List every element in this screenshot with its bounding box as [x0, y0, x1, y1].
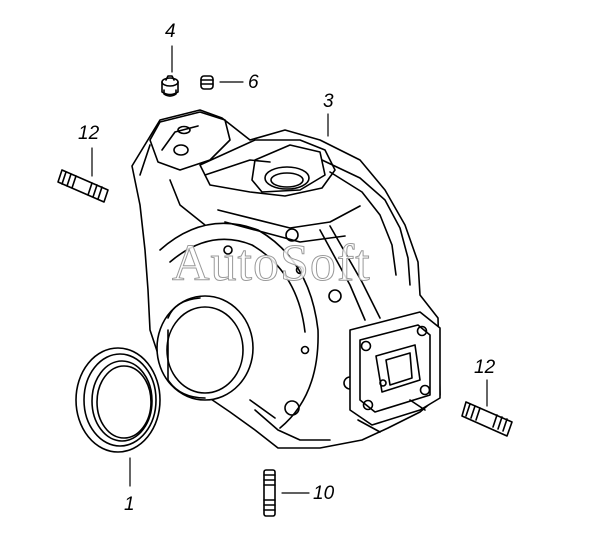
stud-bottom	[263, 469, 276, 517]
callout-part-12-right: 12	[474, 357, 496, 378]
callout-part-10: 10	[313, 483, 335, 504]
plug	[161, 75, 179, 97]
callout-part-12-left: 12	[78, 123, 100, 144]
leader-lines	[91, 45, 488, 494]
stud-left	[57, 169, 109, 203]
callout-part-3: 3	[323, 91, 334, 112]
callout-part-4: 4	[165, 21, 176, 42]
seal-ring	[75, 347, 161, 453]
stud-right	[461, 401, 513, 437]
clutch-housing	[131, 109, 441, 449]
callout-part-1: 1	[124, 494, 135, 515]
callout-part-6: 6	[248, 72, 259, 93]
fitting	[200, 75, 214, 90]
